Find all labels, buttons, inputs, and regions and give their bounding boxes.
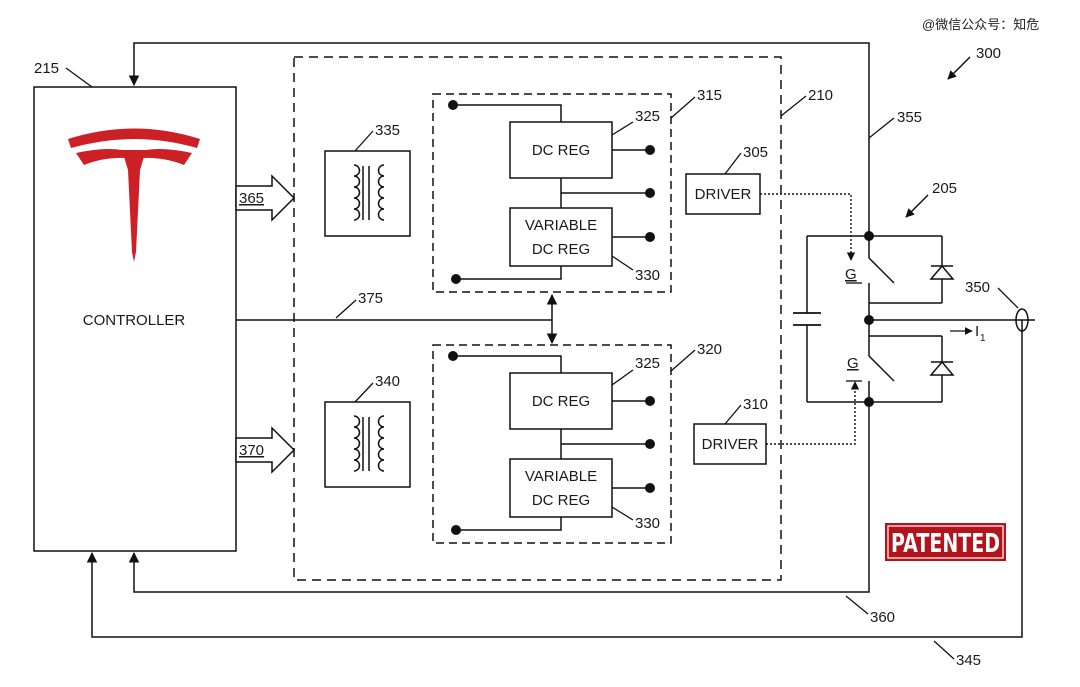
variable-reg-bottom bbox=[509, 458, 613, 518]
dc-reg-label-bottom: DC REG bbox=[532, 393, 590, 410]
terminal bbox=[451, 274, 461, 284]
leader-360 bbox=[845, 595, 869, 615]
leader-355 bbox=[868, 117, 895, 139]
leader-320 bbox=[670, 349, 696, 372]
variable-reg-label1-top: VARIABLE bbox=[525, 217, 597, 234]
ref-converter-bottom: 320 bbox=[697, 341, 722, 358]
tesla-logo bbox=[68, 128, 200, 262]
converter-315 bbox=[432, 93, 672, 293]
ref-arrow-bottom: 370 bbox=[239, 442, 264, 459]
switch-lower bbox=[868, 355, 895, 382]
gate-signal-top bbox=[760, 193, 856, 261]
ref-line-top: 355 bbox=[897, 109, 922, 126]
gate-signal-bottom bbox=[766, 381, 860, 445]
leader-module bbox=[780, 95, 807, 117]
ref-controller: 215 bbox=[34, 60, 59, 77]
diode-lower bbox=[929, 360, 955, 376]
ref-reg-top-upper: 325 bbox=[635, 108, 660, 125]
watermark-text: @微信公众号：知危 bbox=[922, 17, 1039, 32]
terminal bbox=[645, 188, 655, 198]
gate-label-bottom: G bbox=[847, 355, 859, 372]
variable-reg-label2-bottom: DC REG bbox=[532, 492, 590, 509]
converter-320 bbox=[432, 344, 672, 544]
node-dot bbox=[864, 315, 874, 325]
current-sensor-350 bbox=[1015, 308, 1029, 332]
terminal bbox=[645, 483, 655, 493]
winding-secondary bbox=[377, 164, 385, 221]
ref-driver-top: 305 bbox=[743, 144, 768, 161]
driver-label-top: DRIVER bbox=[695, 186, 752, 203]
variable-reg-label2-top: DC REG bbox=[532, 241, 590, 258]
terminal bbox=[645, 145, 655, 155]
line-345 bbox=[86, 320, 1023, 638]
leader-controller bbox=[65, 67, 93, 88]
transformer-340 bbox=[324, 401, 411, 488]
ref-comm-bus: 375 bbox=[358, 290, 383, 307]
ref-transformer-top: 335 bbox=[375, 122, 400, 139]
patented-stamp: PATENTED bbox=[885, 523, 1006, 561]
node-dot bbox=[864, 397, 874, 407]
leader-340 bbox=[354, 382, 374, 403]
switch-upper bbox=[868, 257, 895, 284]
dc-reg-label-top: DC REG bbox=[532, 142, 590, 159]
leader-375 bbox=[335, 299, 357, 319]
leader-300 bbox=[947, 56, 971, 80]
ref-reg-top-lower: 330 bbox=[635, 267, 660, 284]
ref-system: 300 bbox=[976, 45, 1001, 62]
driver-label-bottom: DRIVER bbox=[702, 436, 759, 453]
arrow-365 bbox=[235, 174, 296, 222]
current-subscript: 1 bbox=[980, 333, 986, 344]
winding-secondary-2 bbox=[377, 415, 385, 472]
ref-converter-top: 315 bbox=[697, 87, 722, 104]
gate-label-top: G bbox=[845, 266, 857, 283]
ref-arrow-top: 365 bbox=[239, 190, 264, 207]
winding-primary-2 bbox=[353, 415, 361, 472]
ref-reg-bottom-upper: 325 bbox=[635, 355, 660, 372]
leader-315 bbox=[670, 96, 696, 119]
switch-leg-205 bbox=[793, 231, 1035, 407]
driver-305 bbox=[685, 173, 761, 215]
terminal bbox=[451, 525, 461, 535]
terminal bbox=[645, 396, 655, 406]
leader-345 bbox=[933, 640, 955, 660]
diode-upper bbox=[929, 264, 955, 280]
terminal bbox=[645, 439, 655, 449]
variable-reg-label1-bottom: VARIABLE bbox=[525, 468, 597, 485]
driver-310 bbox=[693, 423, 767, 465]
ref-driver-bottom: 310 bbox=[743, 396, 768, 413]
line-355 bbox=[128, 42, 870, 240]
transformer-335 bbox=[324, 150, 411, 237]
ref-transformer-bottom: 340 bbox=[375, 373, 400, 390]
leader-350 bbox=[997, 287, 1019, 309]
leader-205 bbox=[905, 194, 929, 218]
terminal bbox=[448, 351, 458, 361]
controller-label: CONTROLLER bbox=[83, 312, 186, 329]
ref-reg-bottom-lower: 330 bbox=[635, 515, 660, 532]
current-label: I bbox=[975, 323, 979, 340]
terminal bbox=[448, 100, 458, 110]
arrow-370 bbox=[235, 426, 296, 474]
winding-primary bbox=[353, 164, 361, 221]
stamp-text: PATENTED bbox=[891, 529, 1000, 559]
terminal bbox=[645, 232, 655, 242]
ref-feedback: 345 bbox=[956, 652, 981, 669]
node-dot bbox=[864, 231, 874, 241]
line-360 bbox=[128, 402, 870, 593]
ref-line-bottom: 360 bbox=[870, 609, 895, 626]
dc-reg-top bbox=[509, 121, 613, 179]
ref-switch-leg: 205 bbox=[932, 180, 957, 197]
variable-reg-top bbox=[509, 207, 613, 267]
leader-335 bbox=[354, 130, 374, 152]
ref-module: 210 bbox=[808, 87, 833, 104]
ref-current-sensor: 350 bbox=[965, 279, 990, 296]
module-boundary bbox=[293, 56, 782, 581]
